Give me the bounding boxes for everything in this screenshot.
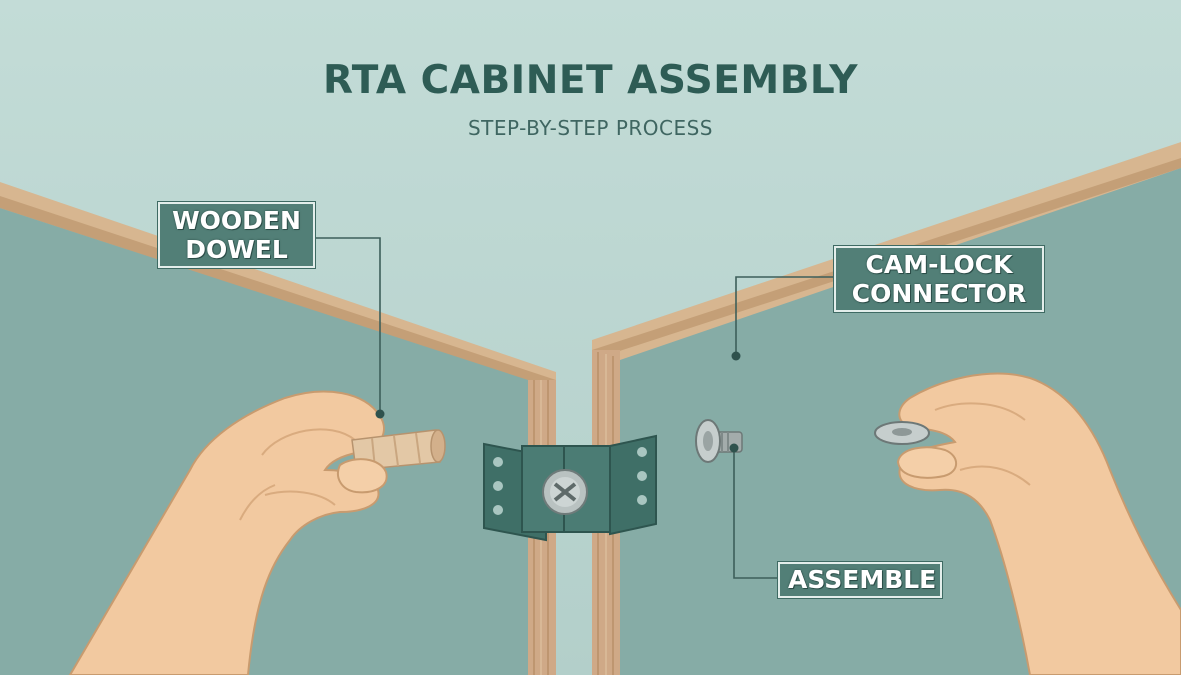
page-subtitle: STEP-BY-STEP PROCESS [467, 116, 714, 140]
cam-lock-connector-label: CAM-LOCK CONNECTOR [833, 245, 1045, 313]
wooden-dowel-label-line2: DOWEL [185, 235, 288, 264]
right-thumb [896, 446, 958, 479]
leader-lines [295, 237, 834, 579]
wooden-dowel-label-line1: WOODEN [172, 206, 301, 235]
screw-icon [542, 469, 588, 515]
cam-lock-label-line1: CAM-LOCK [865, 250, 1013, 279]
assemble-label-text: ASSEMBLE [788, 565, 937, 594]
cam-lock-disc-icon [874, 421, 930, 445]
page-title: RTA CABINET ASSEMBLY [323, 58, 858, 103]
leader-dots [375, 351, 741, 453]
wooden-dowel-icon [351, 429, 446, 471]
left-hand [68, 390, 385, 675]
wooden-dowel-label: WOODEN DOWEL [157, 201, 316, 269]
assemble-label: ASSEMBLE [777, 561, 943, 599]
left-thumb [337, 458, 388, 494]
cam-lock-label-line2: CONNECTOR [851, 279, 1027, 308]
